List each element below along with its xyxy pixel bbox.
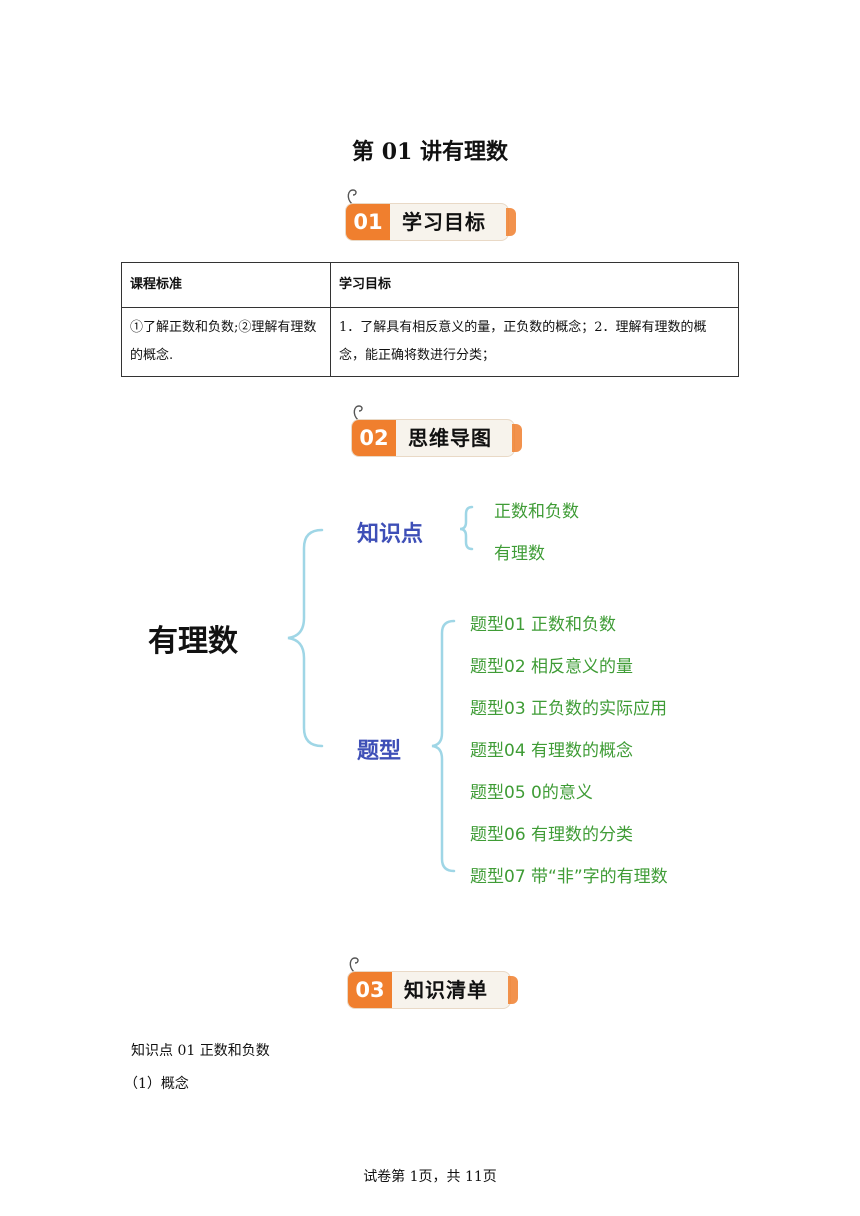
section-badge-knowledge: 03 知识清单 — [348, 957, 518, 1008]
mindmap-leaf: 题型02 相反意义的量 — [470, 657, 634, 677]
hook-icon — [353, 405, 363, 421]
mindmap-category: 知识点 — [357, 522, 424, 547]
section-badge-goals: 01 学习目标 — [346, 189, 516, 240]
section-number: 03 — [348, 972, 392, 1008]
page-footer: 试卷第 1页，共 11页 — [363, 1169, 497, 1185]
table-cell: 1．了解具有相反意义的量，正负数的概念；2．理解有理数的概念，能正确将数进行分类… — [330, 307, 739, 377]
mindmap-leaf: 题型06 有理数的分类 — [470, 825, 634, 845]
mindmap-leaf: 题型04 有理数的概念 — [470, 741, 634, 761]
goals-table: 课程标准 学习目标 ①了解正数和负数;②理解有理数的概念. 1．了解具有相反意义… — [121, 262, 739, 377]
mindmap-leaf: 题型01 正数和负数 — [470, 615, 617, 635]
page-title: 第 01 讲有理数 — [352, 139, 508, 165]
section-label: 学习目标 — [402, 210, 486, 234]
hook-icon — [349, 957, 359, 973]
section-badge-mindmap: 02 思维导图 — [352, 405, 522, 456]
header-cell: 学习目标 — [330, 262, 739, 308]
mindmap-category: 题型 — [357, 739, 402, 764]
table-header-row: 课程标准 学习目标 — [121, 262, 739, 308]
table-row: ①了解正数和负数;②理解有理数的概念. 1．了解具有相反意义的量，正负数的概念；… — [121, 307, 739, 377]
mindmap-leaf: 题型05 0的意义 — [470, 783, 593, 803]
section-label: 知识清单 — [404, 978, 488, 1002]
mindmap-leaf: 有理数 — [494, 544, 545, 564]
hook-icon — [347, 189, 357, 205]
table-cell: ①了解正数和负数;②理解有理数的概念. — [121, 307, 331, 377]
header-cell: 课程标准 — [121, 262, 331, 308]
section-number: 01 — [346, 204, 390, 240]
mindmap-leaf: 题型07 带“非”字的有理数 — [470, 867, 668, 887]
section-number: 02 — [352, 420, 396, 456]
mindmap-leaf: 正数和负数 — [494, 502, 579, 522]
mindmap-leaf: 题型03 正负数的实际应用 — [470, 699, 668, 719]
knowledge-subheading: （1）概念 — [124, 1076, 189, 1092]
mindmap-root: 有理数 — [148, 624, 238, 659]
knowledge-heading: 知识点 01 正数和负数 — [131, 1043, 270, 1059]
section-label: 思维导图 — [408, 426, 492, 450]
